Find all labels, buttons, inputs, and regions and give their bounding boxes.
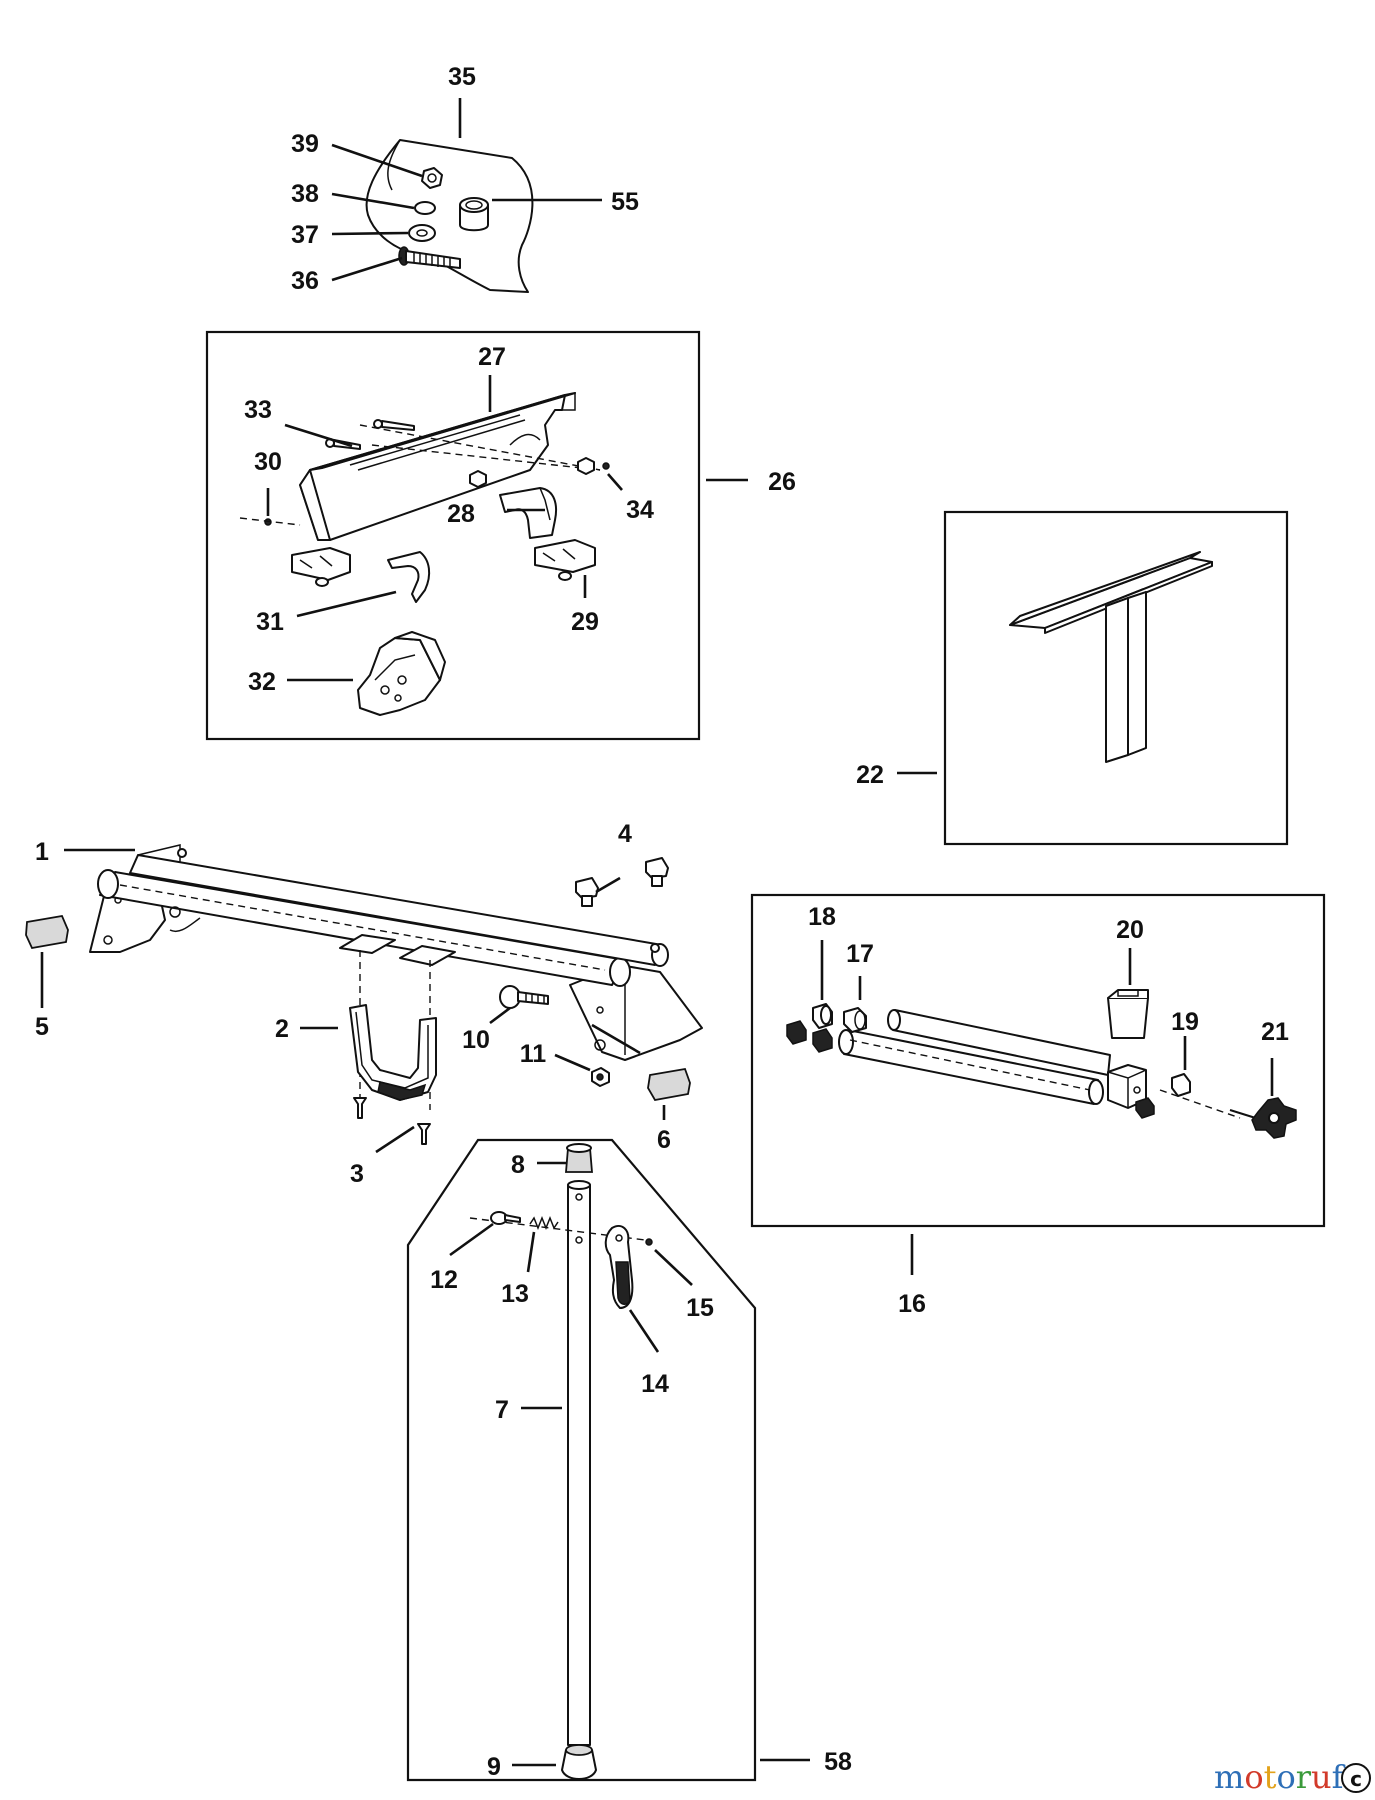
washer-37 (408, 224, 436, 242)
bushing-55 (459, 197, 489, 232)
bolt-36 (398, 246, 461, 269)
label-36: 36 (291, 267, 319, 295)
label-55: 55 (611, 188, 639, 216)
watermark-letter: m (1214, 1758, 1244, 1796)
label-9: 9 (487, 1753, 501, 1781)
label-27: 27 (478, 343, 506, 371)
watermark-logo: motoruf c (1214, 1758, 1371, 1796)
sleeve-20 (1107, 989, 1149, 1039)
label-39: 39 (291, 130, 319, 158)
bracket-32 (357, 631, 446, 716)
screw-30 (239, 517, 301, 526)
plug-19 (1135, 1073, 1191, 1119)
knob-4 (575, 857, 669, 907)
svg-text:c: c (1350, 1767, 1362, 1791)
watermark-letter: f (1332, 1758, 1346, 1796)
svg-text:motoruf: motoruf (1214, 1758, 1346, 1796)
label-35: 35 (448, 63, 476, 91)
label-8: 8 (511, 1151, 525, 1179)
label-3: 3 (350, 1160, 364, 1188)
label-28: 28 (447, 500, 475, 528)
label-1: 1 (35, 838, 49, 866)
plug-18 (786, 1003, 833, 1053)
watermark-letter: r (1296, 1758, 1312, 1796)
assembly-58-box (406, 1138, 757, 1782)
label-58: 58 (824, 1748, 852, 1776)
label-31: 31 (256, 608, 284, 636)
lock-washer-38 (414, 201, 436, 215)
spring-clip-31 (387, 551, 431, 603)
assembly-16-box (750, 893, 1326, 1228)
label-19: 19 (1171, 1008, 1199, 1036)
label-17: 17 (846, 940, 874, 968)
label-13: 13 (501, 1280, 529, 1308)
leg-assembly-58 (469, 1143, 653, 1780)
assembly-26-box (205, 330, 701, 741)
label-14: 14 (641, 1370, 669, 1398)
screw-3 (353, 1097, 431, 1145)
cap-5 (25, 914, 69, 950)
nut-11 (591, 1067, 610, 1087)
bolt-10 (499, 985, 549, 1009)
label-29: 29 (571, 608, 599, 636)
foot-left (291, 547, 351, 587)
label-11: 11 (520, 1040, 547, 1068)
clamp-28 (499, 487, 558, 539)
assembly-22-box (943, 510, 1289, 846)
label-20: 20 (1116, 916, 1144, 944)
support-22 (1009, 551, 1213, 763)
extension-arm-16 (786, 989, 1297, 1139)
handle-2 (349, 1004, 437, 1101)
label-6: 6 (657, 1126, 671, 1154)
label-18: 18 (808, 903, 836, 931)
label-30: 30 (254, 448, 282, 476)
foot-29 (534, 539, 596, 581)
cap-8 (565, 1143, 593, 1173)
label-4: 4 (618, 820, 632, 848)
label-2: 2 (275, 1015, 289, 1043)
spring-13 (529, 1215, 559, 1231)
label-5: 5 (35, 1013, 49, 1041)
label-10: 10 (462, 1026, 490, 1054)
label-16: 16 (898, 1290, 926, 1318)
frame-1 (89, 844, 703, 1061)
watermark-letter: o (1244, 1758, 1263, 1796)
nut-34 (469, 457, 610, 488)
label-38: 38 (291, 180, 319, 208)
label-26: 26 (768, 468, 796, 496)
knob-21 (1159, 1089, 1297, 1139)
pin-12 (490, 1211, 521, 1225)
lever-14 (604, 1224, 634, 1309)
cap-6 (647, 1067, 691, 1101)
washer-15 (645, 1238, 653, 1246)
label-33: 33 (244, 396, 272, 424)
label-37: 37 (291, 221, 319, 249)
label-21: 21 (1261, 1018, 1289, 1046)
mount-assembly-26 (239, 391, 610, 716)
nut-39 (421, 167, 443, 189)
watermark-letter: t (1264, 1758, 1277, 1796)
watermark-letter: o (1276, 1758, 1295, 1796)
foot-9 (561, 1744, 597, 1780)
label-12: 12 (430, 1266, 458, 1294)
label-7: 7 (495, 1396, 509, 1424)
mounting-plate-assembly (365, 139, 534, 293)
plug-17 (843, 1007, 867, 1033)
label-34: 34 (626, 496, 654, 524)
label-15: 15 (686, 1294, 714, 1322)
label-32: 32 (248, 668, 276, 696)
watermark-letter: u (1311, 1758, 1332, 1796)
label-22: 22 (856, 761, 884, 789)
